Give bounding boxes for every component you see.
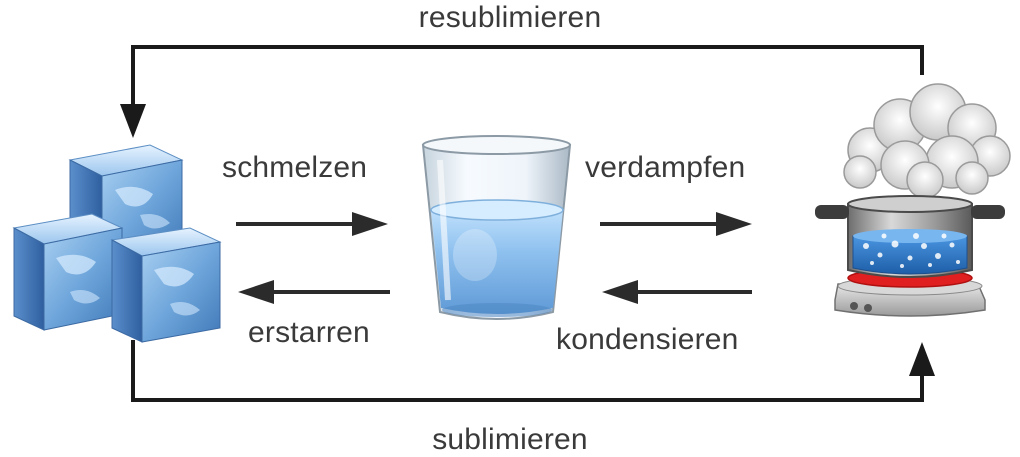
- sublimation-label: sublimieren: [432, 423, 588, 456]
- ice-cube-right: [110, 227, 222, 343]
- sublimation-arrowhead: [909, 342, 935, 376]
- ice-cube-left: [12, 213, 124, 331]
- condensation-label: kondensieren: [556, 323, 739, 356]
- freezing-arrow: [238, 280, 390, 304]
- sublimation-arrow: [131, 340, 924, 402]
- condensation-arrow: [602, 280, 752, 304]
- evaporation-arrow: [600, 212, 752, 236]
- evaporation-label: verdampfen: [585, 151, 746, 184]
- water-glass-image: [421, 135, 572, 320]
- resublimation-label: resublimieren: [418, 1, 602, 34]
- melting-arrow: [236, 212, 388, 236]
- ice-cubes-image: [12, 144, 222, 343]
- freezing-label: erstarren: [248, 316, 370, 349]
- resublimation-arrowhead: [120, 104, 146, 138]
- melting-label: schmelzen: [222, 151, 368, 184]
- steam-cloud: [843, 83, 1011, 199]
- resublimation-arrow: [131, 45, 924, 110]
- boiling-pot-image: [815, 83, 1011, 317]
